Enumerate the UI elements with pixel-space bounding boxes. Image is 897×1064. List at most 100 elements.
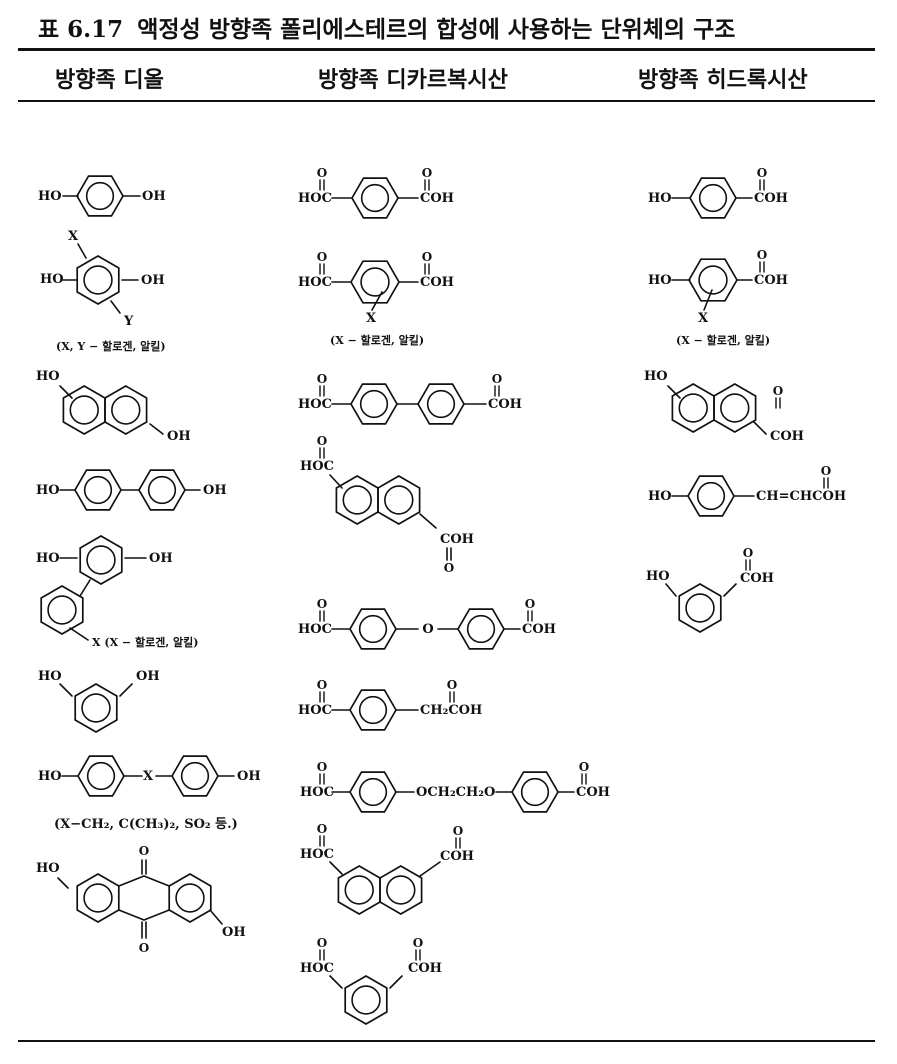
label-o: O (757, 248, 767, 262)
label-coh: COH (770, 429, 804, 444)
structure-substituted-terephthalic-acid: HOC O COH O X (X − 할로겐, 알킬) (298, 250, 454, 347)
label-coh: COH (754, 273, 788, 288)
structure-hydroxynaphthoic-acid: HO COH O (644, 369, 804, 444)
label-ho: HO (38, 669, 62, 684)
label-o: O (447, 678, 457, 692)
top-rule (18, 48, 875, 51)
structure-bridged-bisphenol: HO X OH (X−CH₂, C(CH₃)₂, SO₂ 등.) (38, 755, 261, 832)
label-oh: OH (222, 925, 246, 940)
label-oh: OH (203, 483, 227, 498)
label-o: O (317, 822, 327, 836)
label-o: O (492, 372, 502, 386)
label-hoc: HOC (300, 785, 334, 800)
label-hoc: HOC (300, 961, 334, 976)
label-o: O (317, 434, 327, 448)
label-oh: OH (136, 669, 160, 684)
structure-4-hydroxybenzoic-acid: HO COH O (648, 166, 788, 219)
label-coh: COH (440, 532, 474, 547)
label-x: X (143, 769, 154, 784)
label-o: O (422, 622, 433, 637)
column-header-diol: 방향족 디올 (55, 67, 164, 93)
label-o: O (579, 760, 589, 774)
label-oh: OH (141, 273, 165, 288)
label-ch_chcoh: CH=CHCOH (756, 489, 846, 504)
label-coh: COH (408, 961, 442, 976)
header-rule (18, 100, 875, 102)
label-x: X (366, 311, 377, 326)
label-coh: COH (522, 622, 556, 637)
column-header-dicarboxylic-acid: 방향족 디카르복시산 (318, 67, 508, 93)
label-o: O (757, 166, 767, 180)
label-coh: COH (740, 571, 774, 586)
label-ho: HO (36, 483, 60, 498)
structure-2-6-naphthalenediol: HO OH (36, 369, 191, 444)
label-o: O (422, 166, 432, 180)
label-o: O (413, 936, 423, 950)
structure-substituted-hydroxybenzoic-acid: HO COH O X (X − 할로겐, 알킬) (648, 248, 788, 347)
label-note_x: (X − 할로겐, 알킬) (676, 333, 770, 347)
label-o: O (525, 597, 535, 611)
structure-3-hydroxybenzoic-acid: HO COH O (646, 546, 774, 633)
column-header-hydroxy-acid: 방향족 히드록시산 (638, 67, 808, 93)
table-caption: 액정성 방향족 폴리에스테르의 합성에 사용하는 단위체의 구조 (137, 16, 736, 43)
structure-resorcinol: HO OH (38, 669, 160, 733)
label-o: O (317, 250, 327, 264)
label-och2ch2o: OCH₂CH₂O (416, 785, 495, 800)
label-o: O (773, 384, 783, 398)
label-oh: OH (167, 429, 191, 444)
label-hoc: HOC (298, 275, 332, 290)
label-ho: HO (36, 861, 60, 876)
label-note_x: (X − 할로겐, 알킬) (330, 333, 424, 347)
label-coh: COH (488, 397, 522, 412)
label-ho: HO (36, 369, 60, 384)
table-title: 표 6.17 액정성 방향족 폴리에스테르의 합성에 사용하는 단위체의 구조 (38, 10, 735, 44)
structure-naphthalene-dicarboxylic-acid: HOC O COH O (300, 434, 474, 575)
label-o: O (444, 561, 454, 575)
label-o: O (317, 166, 327, 180)
label-o: O (317, 936, 327, 950)
label-o: O (743, 546, 753, 560)
label-ho: HO (644, 369, 668, 384)
label-coh: COH (576, 785, 610, 800)
label-x: X (698, 311, 709, 326)
label-ho: HO (648, 191, 672, 206)
label-oh: OH (142, 189, 166, 204)
label-hoc: HOC (300, 459, 334, 474)
label-coh: COH (440, 849, 474, 864)
structure-2-7-naphthalene-dicarboxylic-acid: HOC O COH O (300, 822, 474, 915)
table-label: 표 (38, 16, 60, 43)
label-coh: COH (420, 275, 454, 290)
structure-isophthalic-acid: HOC O COH O (300, 936, 442, 1025)
label-x: X (68, 229, 79, 244)
label-o: O (317, 678, 327, 692)
label-ho: HO (36, 551, 60, 566)
label-hoc: HOC (298, 397, 332, 412)
structure-biphenol: HO OH (36, 469, 227, 511)
label-o: O (422, 250, 432, 264)
table-number: 6.17 (67, 16, 124, 43)
label-oh: OH (237, 769, 261, 784)
label-ho: HO (648, 489, 672, 504)
label-y: Y (123, 314, 134, 329)
label-hoc: HOC (298, 703, 332, 718)
label-ho: HO (38, 769, 62, 784)
label-ho: HO (646, 569, 670, 584)
label-note_bridge: (X−CH₂, C(CH₃)₂, SO₂ 등.) (54, 817, 238, 832)
label-note_xy: (X, Y − 할로겐, 알킬) (56, 339, 166, 353)
label-coh: COH (754, 191, 788, 206)
label-o: O (317, 372, 327, 386)
label-ho: HO (40, 272, 64, 287)
label-hoc: HOC (300, 847, 334, 862)
label-o: O (139, 844, 149, 858)
label-ho: HO (648, 273, 672, 288)
label-o: O (453, 824, 463, 838)
structure-substituted-hydroquinone: HO OH X Y (X, Y − 할로겐, 알킬) (40, 229, 166, 353)
